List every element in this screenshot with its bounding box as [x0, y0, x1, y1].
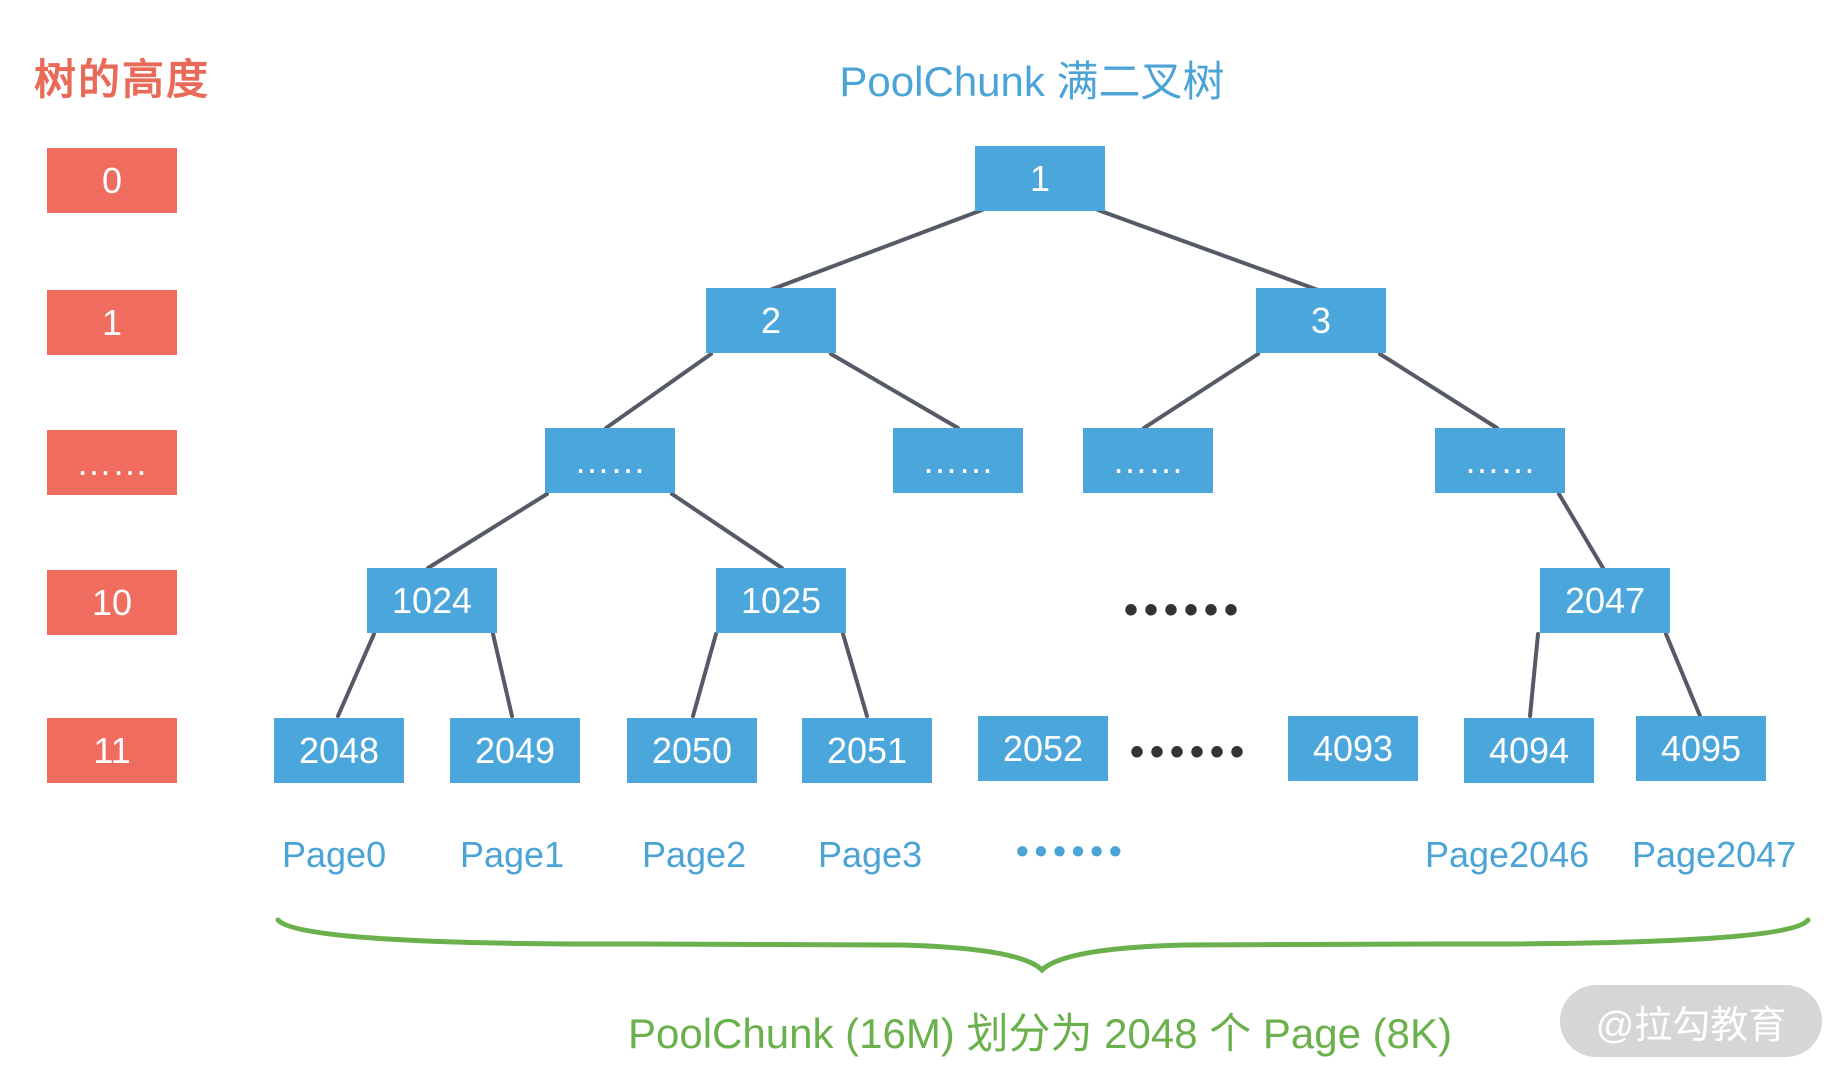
edge-3-left	[1142, 352, 1260, 430]
edge-1-2	[768, 208, 984, 292]
node-4093: 4093	[1288, 716, 1418, 781]
tree-height-title: 树的高度	[34, 56, 211, 103]
page-label-ellipsis: ••••••	[1016, 830, 1128, 871]
page-label-2046: Page2046	[1425, 834, 1590, 875]
page-label-0: Page0	[282, 834, 387, 875]
node-1: 1	[975, 146, 1105, 211]
node-2047: 2047	[1540, 568, 1670, 633]
node-ellipsis-4: ……	[1435, 428, 1565, 493]
level-box-1: 1	[47, 290, 177, 355]
node-2052: 2052	[978, 716, 1108, 781]
node-ellipsis-3: ……	[1083, 428, 1213, 493]
edge-1-3	[1096, 208, 1320, 292]
node-4095: 4095	[1636, 716, 1766, 781]
node-2051: 2051	[802, 718, 932, 783]
edge-1025-2051	[841, 632, 869, 718]
node-1024: 1024	[367, 568, 497, 633]
node-2: 2	[706, 288, 836, 353]
edge-1024-2048	[336, 632, 376, 718]
node-1025: 1025	[716, 568, 846, 633]
node-ellipsis-1: ……	[545, 428, 675, 493]
edge-1024-2049	[491, 632, 514, 718]
node-2049: 2049	[450, 718, 580, 783]
edge-d4-2047	[1557, 492, 1605, 570]
level-box-0: 0	[47, 148, 177, 213]
watermark: @拉勾教育	[1560, 985, 1822, 1057]
edge-2047-4094	[1528, 632, 1540, 718]
node-2048: 2048	[274, 718, 404, 783]
edge-2-right	[829, 352, 960, 430]
page-label-3: Page3	[818, 834, 923, 875]
page-label-2: Page2	[642, 834, 747, 875]
node-2050: 2050	[627, 718, 757, 783]
node-4094: 4094	[1464, 718, 1594, 783]
edge-3-right	[1378, 352, 1499, 430]
diagram-title: PoolChunk 满二叉树	[839, 58, 1225, 105]
page-label-2047: Page2047	[1632, 834, 1797, 875]
level-box-ellipsis: ……	[47, 430, 177, 495]
edge-2047-4095	[1664, 632, 1702, 718]
edge-1025-2050	[691, 632, 718, 718]
node-ellipsis-2: ……	[893, 428, 1023, 493]
edge-2-left	[604, 352, 713, 430]
level-box-10: 10	[47, 570, 177, 635]
edge-d1-1025	[670, 492, 784, 570]
edge-d1-1024	[426, 492, 549, 570]
brace-icon	[275, 917, 1811, 974]
caption: PoolChunk (16M) 划分为 2048 个 Page (8K)	[627, 1010, 1453, 1057]
leaf-ellipsis: ••••••	[1130, 730, 1251, 774]
level-box-11: 11	[47, 718, 177, 783]
level-10-ellipsis: ••••••	[1124, 588, 1245, 632]
node-3: 3	[1256, 288, 1386, 353]
page-label-1: Page1	[460, 834, 565, 875]
